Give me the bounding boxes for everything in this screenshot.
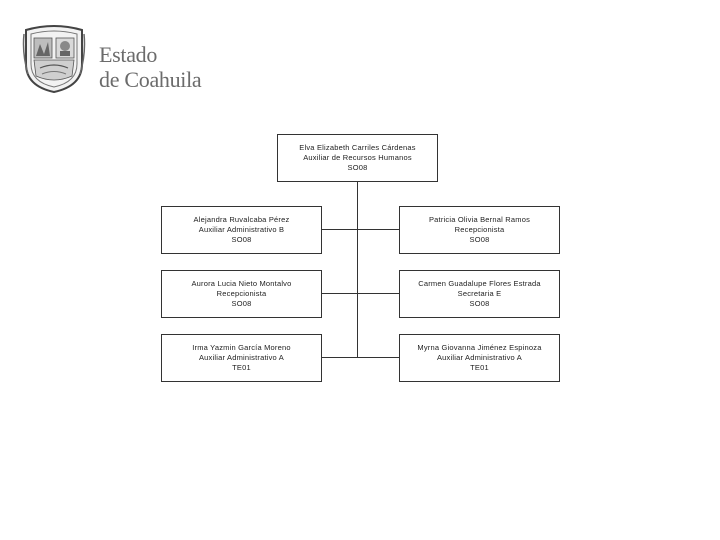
org-node-left-2: Aurora Lucia Nieto Montalvo Recepcionist… xyxy=(161,270,322,318)
node-title: Recepcionista xyxy=(454,225,505,234)
connector-right-2 xyxy=(357,293,400,294)
brand-wordmark: Estado de Coahuila xyxy=(99,42,202,92)
node-code: TE01 xyxy=(232,363,251,372)
node-name: Elva Elizabeth Carriles Cárdenas xyxy=(299,143,416,152)
node-title: Auxiliar de Recursos Humanos xyxy=(303,153,412,162)
node-name: Patricia Olivia Bernal Ramos xyxy=(428,215,531,224)
connector-left-1 xyxy=(321,229,358,230)
node-title: Auxiliar Administrativo A xyxy=(436,353,523,362)
node-title: Secretaria E xyxy=(457,289,502,298)
node-code: SO08 xyxy=(231,235,252,244)
node-name: Carmen Guadalupe Flores Estrada xyxy=(418,279,541,288)
node-title: Auxiliar Administrativo B xyxy=(198,225,285,234)
connector-right-1 xyxy=(357,229,400,230)
node-name: Irma Yazmin García Moreno xyxy=(192,343,291,352)
node-name: Aurora Lucia Nieto Montalvo xyxy=(191,279,292,288)
org-node-root: Elva Elizabeth Carriles Cárdenas Auxilia… xyxy=(277,134,438,182)
brand-line-2: de Coahuila xyxy=(99,67,202,92)
org-node-right-2: Carmen Guadalupe Flores Estrada Secretar… xyxy=(399,270,560,318)
trunk-line xyxy=(357,181,358,357)
node-name: Alejandra Ruvalcaba Pérez xyxy=(193,215,290,224)
node-code: SO08 xyxy=(469,235,490,244)
node-code: SO08 xyxy=(347,163,368,172)
node-code: SO08 xyxy=(469,299,490,308)
org-node-right-1: Patricia Olivia Bernal Ramos Recepcionis… xyxy=(399,206,560,254)
org-node-right-3: Myrna Giovanna Jiménez Espinoza Auxiliar… xyxy=(399,334,560,382)
node-title: Auxiliar Administrativo A xyxy=(198,353,285,362)
coat-of-arms-logo xyxy=(22,25,86,94)
connector-left-2 xyxy=(321,293,358,294)
node-code: SO08 xyxy=(231,299,252,308)
connector-right-3 xyxy=(357,357,400,358)
node-code: TE01 xyxy=(470,363,489,372)
node-name: Myrna Giovanna Jiménez Espinoza xyxy=(417,343,542,352)
node-title: Recepcionista xyxy=(216,289,267,298)
org-node-left-3: Irma Yazmin García Moreno Auxiliar Admin… xyxy=(161,334,322,382)
brand-line-1: Estado xyxy=(99,42,158,67)
connector-left-3 xyxy=(321,357,358,358)
org-node-left-1: Alejandra Ruvalcaba Pérez Auxiliar Admin… xyxy=(161,206,322,254)
